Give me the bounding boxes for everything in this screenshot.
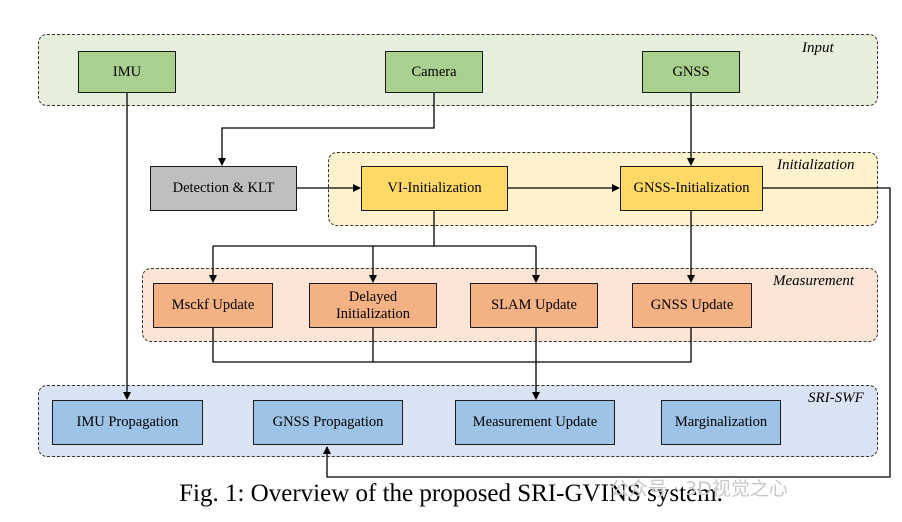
gnss-update-node: GNSS Update [632,283,752,328]
sri-swf-group-label: SRI-SWF [808,390,864,406]
gnss-initialization-node: GNSS-Initialization [620,166,763,211]
vi-initialization-node: VI-Initialization [361,166,508,211]
imu-propagation-node: IMU Propagation [52,400,203,445]
line-vi-init-fanout [213,211,536,247]
camera-node: Camera [385,51,483,93]
delayed-initialization-node: Delayed Initialization [309,283,437,328]
marginalization-node: Marginalization [661,400,781,445]
line-measurement-join [212,328,692,363]
arrow-gnss-init-to-gnss-propagation [323,187,891,478]
imu-node: IMU [78,51,176,93]
msckf-update-node: Msckf Update [153,283,273,328]
slam-update-node: SLAM Update [470,283,598,328]
gnss-node: GNSS [642,51,740,93]
measurement-group-label: Measurement [773,273,855,289]
gnss-propagation-node: GNSS Propagation [253,400,403,445]
input-group-label: Input [802,40,834,56]
measurement-update-node: Measurement Update [455,400,615,445]
initialization-group-label: Initialization [777,157,855,173]
figure-caption: Fig. 1: Overview of the proposed SRI-GVI… [179,480,723,507]
watermark: 公众号 · 3D视觉之心 [610,478,788,500]
detection-klt-node: Detection & KLT [150,166,297,211]
arrow-camera-to-detection [218,92,435,166]
